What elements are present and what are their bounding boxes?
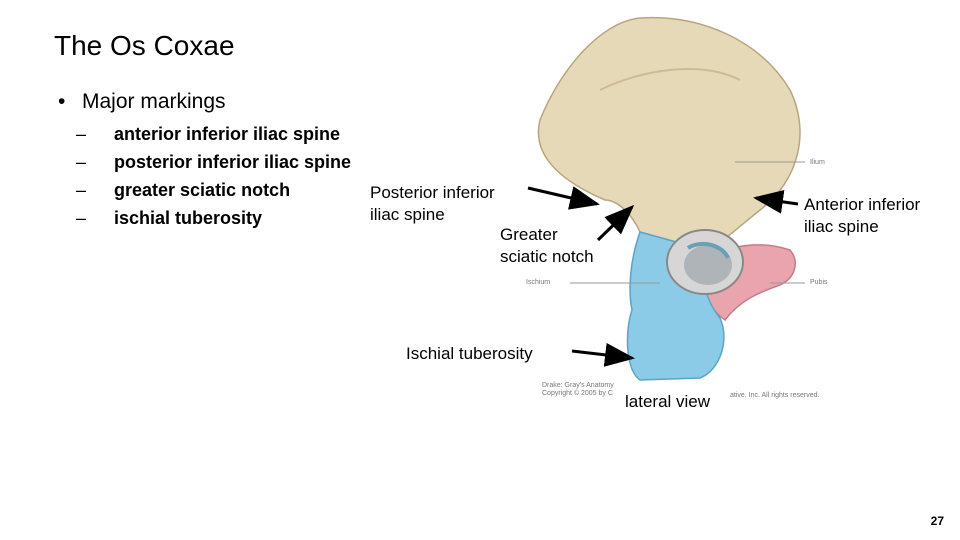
dash: – [76,124,87,144]
label-greater-sciatic-notch: Greater sciatic notch [500,225,594,266]
sub-item-text: anterior inferior iliac spine [114,124,341,144]
ilium-region [537,16,801,251]
label-lateral-view: lateral view [622,391,714,413]
page-number: 27 [930,514,944,528]
dash: – [76,208,87,228]
page-title: The Os Coxae [54,30,235,61]
dash: – [76,152,87,172]
label-ischial-tuberosity: Ischial tuberosity [406,344,533,363]
credit-right: ative, Inc. All rights reserved. [730,392,820,399]
sub-item-anterior-inferior: – anterior inferior iliac spine [76,124,340,145]
bullet-major-markings: • Major markings [58,90,226,114]
sub-item-ischial-tuberosity: – ischial tuberosity [76,208,262,229]
sub-item-text: ischial tuberosity [114,208,263,228]
dash: – [76,180,87,200]
bullet-glyph: • [58,90,66,113]
sub-item-text: greater sciatic notch [114,180,291,200]
small-label-ilium: Ilium [810,159,825,166]
credit-left: Drake: Gray's Anatomy Copyright © 2005 b… [542,382,614,397]
label-posterior-inferior-iliac-spine: Posterior inferior iliac spine [370,183,495,224]
bullet-text: Major markings [82,90,226,113]
small-label-ischium: Ischium [526,279,551,286]
arrow-anterior-inferior [753,189,799,214]
arrow-posterior-inferior [527,186,600,210]
arrow-ischial-tuberosity [571,342,635,367]
sub-item-greater-sciatic: – greater sciatic notch [76,180,290,201]
sub-item-posterior-inferior: – posterior inferior iliac spine [76,152,351,173]
sub-item-text: posterior inferior iliac spine [114,152,352,172]
small-label-pubis: Pubis [810,279,828,286]
arrow-greater-sciatic [596,204,635,242]
label-anterior-inferior-iliac-spine: Anterior inferior iliac spine [804,195,921,236]
